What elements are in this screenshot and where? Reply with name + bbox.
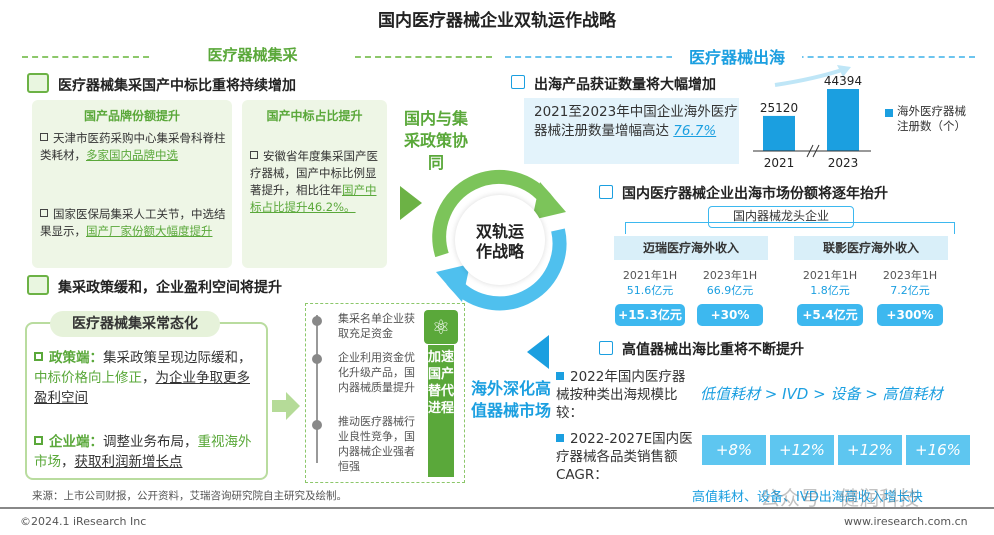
step-dot: [312, 354, 322, 364]
domestic-share-item-2: 国家医保局集采人工关节，中选结果显示，国产厂家份额大幅度提升: [40, 207, 226, 238]
bullet-icon: [556, 372, 564, 380]
axis-break-mark: [806, 144, 814, 158]
bar-category-label: 2021: [764, 156, 795, 170]
normalization-tag: 医疗器械集采常态化: [50, 311, 220, 337]
left-heading-2: 集采政策缓和，企业盈利空间将提升: [58, 280, 282, 296]
united-delta-value: +5.4亿元: [797, 304, 863, 326]
watermark: 公众号 · 健润科技: [760, 486, 920, 510]
book-icon: [27, 73, 49, 93]
stat-value: 76.7%: [673, 123, 717, 139]
play-arrow-icon: [400, 186, 422, 220]
leader-bracket: [625, 222, 955, 234]
bar-legend: 海外医疗器械注册数（个）: [897, 104, 966, 133]
right-heading-3: 高值器械出海比重将不断提升: [622, 342, 804, 358]
left-heading-1: 医疗器械集采国产中标比重将持续增加: [58, 78, 296, 94]
step-2: 企业利用资金优化升级产品，国内器械质量提升: [338, 351, 415, 394]
right-heading-1: 出海产品获证数量将大幅增加: [534, 77, 716, 93]
cycle-ring: [432, 169, 567, 311]
mindray-header: 迈瑞医疗海外收入: [614, 236, 768, 260]
step-dot: [312, 420, 322, 430]
export-scale-ranking: 低值耗材 > IVD > 设备 > 高值耗材: [700, 385, 943, 403]
checkbox-icon: [34, 436, 43, 445]
footer-divider: [0, 507, 994, 509]
footer-url: www.iresearch.com.cn: [844, 515, 968, 528]
footer-copyright: ©2024.1 iResearch Inc: [20, 515, 147, 528]
export-icon: [599, 341, 613, 355]
cycle-center-label: 双轨运作战略: [475, 222, 524, 261]
right-arrow-icon: [272, 392, 300, 420]
cagr-low-value: +8%: [702, 435, 766, 465]
bar-value-label: 25120: [760, 101, 798, 115]
page-title: 国内医疗器械企业双轨运作战略: [378, 11, 616, 31]
left-section-title: 医疗器械集采: [150, 44, 355, 65]
stat-text: 2021至2023年中国企业海外医疗器械注册数量增幅高达: [534, 104, 738, 139]
cagr-note: 高值耗材、设备、IVD出海高收入增长快: [692, 490, 923, 505]
right-section-title: 医疗器械出海: [672, 44, 802, 68]
cagr-equipment: +12%: [838, 435, 902, 465]
domestic-share-item-1: 天津市医药采购中心集采骨科脊柱类耗材，多家国内品牌中选: [40, 131, 226, 162]
domestic-bid-box: 国产中标占比提升 安徽省年度集采国产医疗器械，国产中标比例显著提升，相比往年国产…: [242, 100, 387, 268]
bullet-icon: [250, 151, 258, 159]
domestic-share-box: 国产品牌份额提升 天津市医药采购中心集采骨科脊柱类耗材，多家国内品牌中选 国家医…: [32, 100, 232, 268]
export-icon: [599, 185, 613, 199]
cycle-bottom-label: 海外深化高值器械市场: [470, 379, 551, 420]
bar-category-label: 2023: [828, 156, 859, 170]
export-icon: [511, 75, 525, 89]
export-scale-comparison: 2022年国内医疗器械按种类出海规模比较：: [556, 369, 686, 421]
bar-value-label: 44394: [824, 74, 862, 88]
bar-2021: [763, 115, 795, 151]
registration-bar-chart: 25120 2021 44394 2023: [753, 65, 871, 170]
axis-break-mark: [812, 144, 820, 158]
step-1: 集采名单企业获取充足资金: [338, 312, 415, 340]
source-note: 来源：上市公司财报，公开资料，艾瑞咨询研究院自主研究及绘制。: [32, 490, 347, 502]
steps-box: [305, 303, 465, 483]
book-icon: [27, 275, 49, 295]
steps-timeline: [316, 315, 318, 463]
mindray-delta-value: +15.3亿元: [615, 304, 685, 326]
domestic-share-tag: 国产品牌份额提升: [83, 109, 180, 123]
domestic-bid-tag: 国产中标占比提升: [266, 109, 363, 123]
play-arrow-icon: [527, 335, 549, 369]
cycle-center: [455, 195, 545, 285]
growth-arrow-head: [837, 65, 851, 77]
cagr-ivd: +12%: [770, 435, 834, 465]
atom-icon: ⚛: [424, 310, 458, 344]
mindray-delta-pct: +30%: [697, 304, 763, 326]
domestic-bid-item: 安徽省年度集采国产医疗器械，国产中标比例显著提升，相比往年国产中标占比提升46.…: [250, 149, 378, 214]
checkbox-icon: [34, 352, 43, 361]
bullet-icon: [556, 434, 564, 442]
growth-arrow: [774, 67, 846, 87]
enterprise-side: 企业端：调整业务布局，重视海外市场，获取利润新增长点: [34, 434, 252, 470]
stat-box: 2021至2023年中国企业海外医疗器械注册数量增幅高达 76.7%: [524, 98, 739, 164]
legend-swatch: [885, 109, 893, 117]
cagr-description: 2022-2027E国内医疗器械各品类销售额CAGR：: [556, 431, 693, 483]
united-delta-pct: +300%: [877, 304, 943, 326]
cagr-high-value: +16%: [906, 435, 970, 465]
step-3: 推动医疗器械行业良性竞争，国内器械企业强者恒强: [338, 415, 415, 473]
step-dot: [312, 316, 322, 326]
accelerate-label: 加速国产替代进程: [428, 345, 454, 477]
bullet-icon: [40, 209, 48, 217]
right-heading-2: 国内医疗器械企业出海市场份额将逐年抬升: [622, 186, 888, 202]
cycle-top-label: 国内与集采政策协同: [403, 109, 468, 172]
bar-2023: [827, 89, 859, 151]
bullet-icon: [40, 133, 48, 141]
policy-side: 政策端：集采政策呈现边际缓和，中标价格向上修正，为企业争取更多盈利空间: [34, 350, 252, 406]
united-imaging-header: 联影医疗海外收入: [794, 236, 948, 260]
